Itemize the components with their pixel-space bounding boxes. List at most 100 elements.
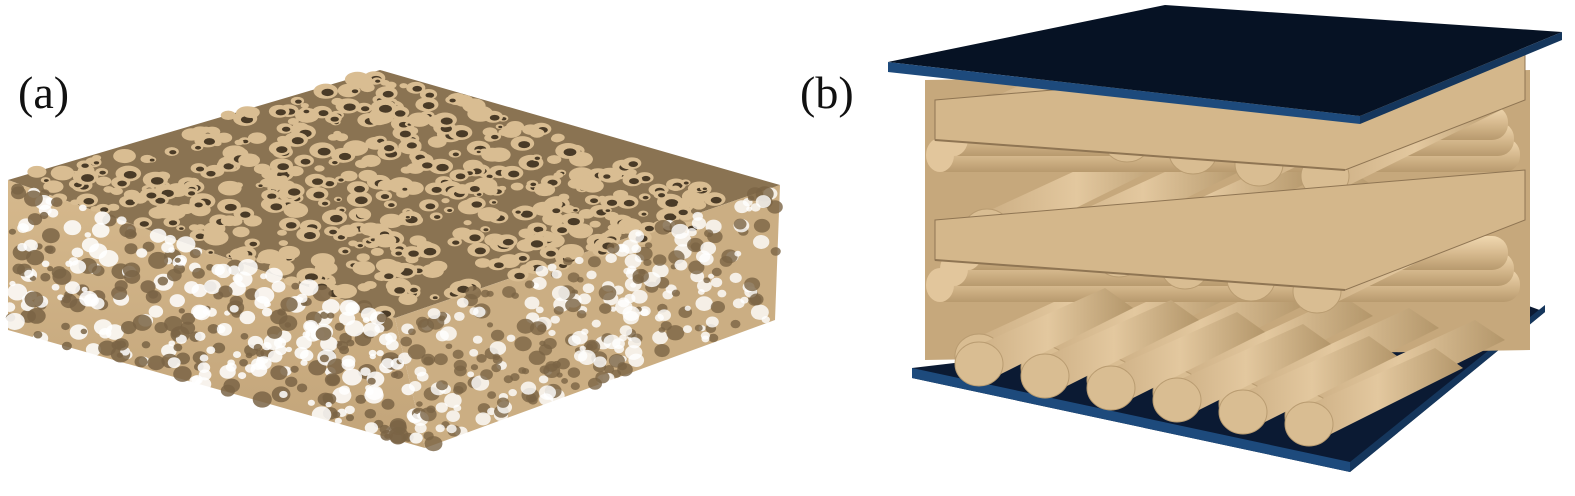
foam-pore xyxy=(697,289,705,295)
foam-pore xyxy=(228,265,240,276)
foam-pore xyxy=(253,343,263,352)
foam-pore xyxy=(52,268,72,285)
foam-pore xyxy=(322,299,340,315)
foam-pore xyxy=(254,287,275,304)
foam-pore xyxy=(551,269,562,279)
foam-pore xyxy=(132,314,152,331)
foam-pore xyxy=(206,346,216,354)
foam-pore xyxy=(195,145,202,150)
foam-pore xyxy=(487,391,497,399)
foam-pore xyxy=(40,272,51,282)
foam-pore xyxy=(354,185,366,193)
foam-pore xyxy=(469,186,480,192)
foam-pore xyxy=(203,279,221,295)
foam-pore xyxy=(290,365,299,373)
foam-pore xyxy=(687,237,704,253)
cylinder-end-cap xyxy=(1218,389,1268,435)
foam-pore xyxy=(94,211,111,225)
foam-pore xyxy=(415,316,429,328)
foam-pore xyxy=(330,214,343,223)
foam-pore xyxy=(267,350,283,363)
foam-strut xyxy=(278,240,289,246)
foam-strut xyxy=(671,185,681,192)
foam-pore xyxy=(628,353,645,367)
foam-strut xyxy=(333,283,357,299)
foam-pore xyxy=(711,267,722,277)
foam-pore xyxy=(3,302,16,312)
foam-pore xyxy=(470,364,479,371)
foam-pore xyxy=(603,174,611,179)
foam-pore xyxy=(671,289,681,297)
foam-pore xyxy=(150,177,164,185)
foam-pore xyxy=(410,287,418,293)
foam-pore xyxy=(338,385,350,395)
foam-strut xyxy=(589,220,601,228)
foam-pore xyxy=(149,228,167,243)
foam-pore xyxy=(644,242,653,249)
foam-pore xyxy=(431,186,442,193)
foam-strut xyxy=(477,207,501,222)
foam-pore xyxy=(203,138,216,145)
foam-pore xyxy=(550,315,560,324)
foam-strut xyxy=(70,199,80,206)
foam-pore xyxy=(627,337,642,349)
foam-pore xyxy=(394,110,406,117)
foam-pore xyxy=(710,301,725,314)
foam-pore xyxy=(400,336,413,347)
foam-pore xyxy=(275,109,286,116)
foam-pore xyxy=(617,363,633,377)
foam-strut xyxy=(253,163,271,175)
foam-pore xyxy=(369,353,376,360)
foam-pore xyxy=(136,248,148,258)
foam-pore xyxy=(116,352,123,358)
foam-pore xyxy=(260,273,268,280)
foam-pore xyxy=(332,411,341,419)
foam-strut xyxy=(597,195,607,202)
cylinder-body xyxy=(1029,300,1199,390)
foam-pore xyxy=(528,350,546,365)
foam-strut xyxy=(398,293,418,306)
foam-pore xyxy=(173,366,192,382)
foam-pore xyxy=(125,199,136,206)
foam-pore xyxy=(157,276,169,286)
foam-pore xyxy=(313,191,325,199)
foam-strut xyxy=(379,213,403,229)
separator-sheet-edge xyxy=(934,139,1346,171)
foam-pore xyxy=(355,394,367,404)
foam-pore xyxy=(344,320,364,337)
foam-pore xyxy=(435,424,445,433)
foam-pore xyxy=(334,417,342,425)
cylinder-body xyxy=(1161,324,1331,414)
foam-strut xyxy=(215,132,233,143)
porous-foam-slab-icon xyxy=(3,70,783,452)
foam-pore xyxy=(422,162,433,169)
foam-pore xyxy=(4,312,25,330)
foam-pore xyxy=(161,242,174,253)
foam-pore xyxy=(389,430,406,445)
foam-pore xyxy=(671,223,690,239)
foam-pore xyxy=(207,324,220,334)
foam-pore xyxy=(367,377,376,385)
foam-pore xyxy=(422,102,435,110)
foam-pore xyxy=(129,230,137,238)
foam-pore xyxy=(223,163,234,170)
foam-pore xyxy=(61,341,72,351)
foam-pore xyxy=(332,160,338,165)
foam-pore xyxy=(252,391,272,408)
foam-pore xyxy=(599,303,612,314)
foam-pore xyxy=(632,274,645,284)
foam-pore xyxy=(579,345,586,352)
foam-pore xyxy=(705,316,719,328)
foam-pore xyxy=(189,248,201,259)
cylinder-end-cap xyxy=(1284,401,1334,447)
foam-pore xyxy=(258,184,263,187)
foam-pore xyxy=(142,241,155,252)
foam-pore xyxy=(327,312,335,319)
foam-pore xyxy=(520,210,533,218)
foam-pore xyxy=(27,213,43,226)
separator-sheet xyxy=(934,169,1526,291)
foam-pore xyxy=(486,174,493,179)
foam-strut xyxy=(664,207,674,214)
foam-pore xyxy=(717,289,727,298)
